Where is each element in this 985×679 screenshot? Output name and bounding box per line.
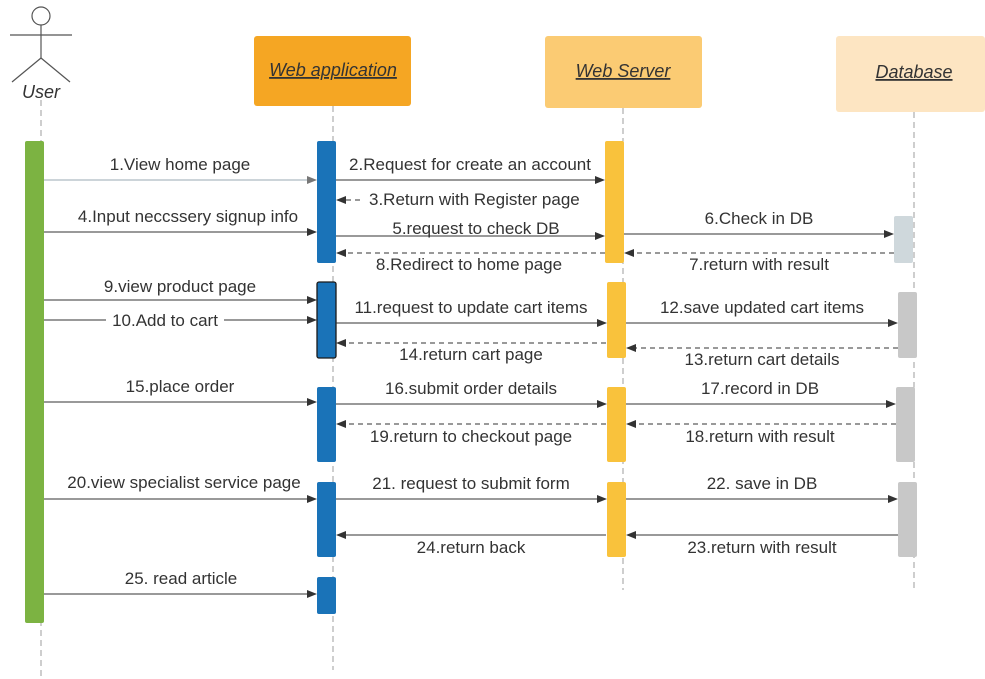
message-label: 16.submit order details	[385, 379, 557, 398]
message-3: 3.Return with Register page	[336, 190, 580, 209]
message-18: 18.return with result	[626, 420, 896, 446]
webserver-label: Web Server	[576, 61, 672, 81]
webapp-activation-bar	[317, 577, 336, 614]
webserver-activation-bar	[605, 141, 624, 263]
message-label: 19.return to checkout page	[370, 427, 572, 446]
webserver-activation-bar	[607, 482, 626, 557]
message-label: 13.return cart details	[685, 350, 840, 369]
message-label: 25. read article	[125, 569, 237, 588]
participant-webapp: Web application	[254, 36, 411, 106]
message-10: 10.Add to cart	[44, 309, 317, 330]
webapp-box	[254, 36, 411, 106]
user-actor: User	[10, 6, 72, 102]
webapp-activation-bar	[316, 281, 337, 359]
user-activation-bar	[25, 141, 44, 623]
message-16: 16.submit order details	[336, 379, 607, 408]
message-4: 4.Input neccssery signup info	[44, 207, 317, 236]
message-label: 12.save updated cart items	[660, 298, 864, 317]
message-23: 23.return with result	[626, 531, 898, 557]
messages: 1.View home page 2.Request for create an…	[44, 155, 898, 598]
message-21: 21. request to submit form	[336, 474, 607, 503]
message-15: 15.place order	[44, 377, 317, 406]
message-6: 6.Check in DB	[624, 209, 894, 238]
message-label: 21. request to submit form	[372, 474, 569, 493]
message-label: 20.view specialist service page	[67, 473, 300, 492]
message-label: 14.return cart page	[399, 345, 543, 364]
message-14: 14.return cart page	[336, 339, 606, 364]
database-activation-bar	[898, 292, 917, 358]
message-7: 7.return with result	[624, 249, 894, 274]
message-label: 3.Return with Register page	[369, 190, 580, 209]
message-label: 15.place order	[126, 377, 235, 396]
message-8: 8.Redirect to home page	[336, 249, 605, 274]
message-label: 1.View home page	[110, 155, 251, 174]
webserver-activation-bar	[607, 282, 626, 358]
message-5: 5.request to check DB	[336, 219, 605, 240]
activation-bars	[25, 141, 917, 623]
message-label: 23.return with result	[687, 538, 837, 557]
message-24: 24.return back	[336, 531, 606, 557]
user-icon	[10, 6, 72, 83]
webapp-activation-bar	[317, 387, 336, 462]
message-22: 22. save in DB	[626, 474, 898, 503]
message-label: 11.request to update cart items	[354, 298, 587, 317]
message-label: 7.return with result	[689, 255, 829, 274]
database-box	[836, 36, 985, 112]
message-13: 13.return cart details	[626, 344, 898, 369]
message-12: 12.save updated cart items	[626, 298, 898, 327]
message-2: 2.Request for create an account	[336, 155, 605, 184]
message-label: 18.return with result	[685, 427, 835, 446]
message-11: 11.request to update cart items	[336, 298, 607, 327]
webserver-box	[545, 36, 702, 108]
message-20: 20.view specialist service page	[44, 473, 317, 503]
message-label: 22. save in DB	[707, 474, 818, 493]
database-activation-bar	[894, 216, 913, 263]
message-19: 19.return to checkout page	[336, 420, 606, 446]
webapp-activation-bar	[317, 141, 336, 263]
participant-database: Database	[836, 36, 985, 112]
webapp-label: Web application	[269, 60, 397, 80]
participant-webserver: Web Server	[545, 36, 702, 108]
webserver-activation-bar	[607, 387, 626, 462]
webapp-activation-bar	[317, 482, 336, 557]
message-label: 2.Request for create an account	[349, 155, 591, 174]
message-label: 17.record in DB	[701, 379, 819, 398]
database-label: Database	[875, 62, 952, 82]
user-label: User	[22, 82, 61, 102]
message-label: 4.Input neccssery signup info	[78, 207, 298, 226]
message-label: 24.return back	[417, 538, 526, 557]
message-label: 10.Add to cart	[112, 311, 218, 330]
message-9: 9.view product page	[44, 277, 317, 304]
message-label: 6.Check in DB	[705, 209, 814, 228]
message-label: 8.Redirect to home page	[376, 255, 562, 274]
message-label-bg	[106, 309, 224, 329]
message-25: 25. read article	[44, 569, 317, 598]
message-label: 5.request to check DB	[392, 219, 559, 238]
message-1: 1.View home page	[44, 155, 317, 184]
database-activation-bar	[898, 482, 917, 557]
database-activation-bar	[896, 387, 915, 462]
message-17: 17.record in DB	[626, 379, 896, 408]
message-label: 9.view product page	[104, 277, 256, 296]
